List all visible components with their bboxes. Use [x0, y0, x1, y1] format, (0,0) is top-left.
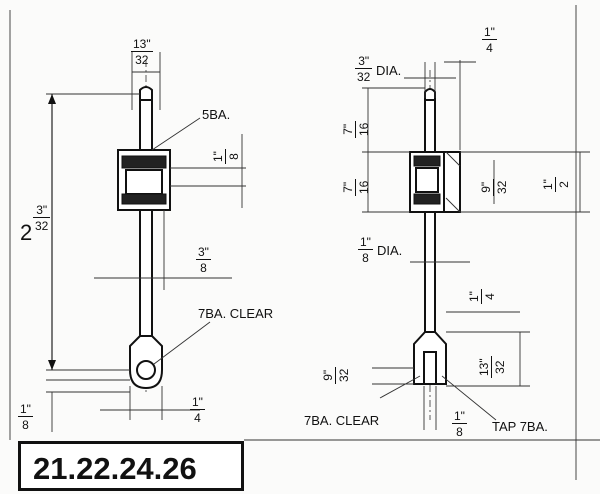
right-pin-tip	[424, 88, 436, 101]
left-pin-tip	[139, 86, 153, 101]
right-fork-slot	[423, 351, 437, 385]
right-block-upper	[413, 155, 441, 167]
leader-7ba-clear	[153, 321, 211, 365]
leader-tap-7ba	[441, 375, 497, 421]
dim-1-8-bottom: 1" 8	[18, 402, 33, 432]
dim-3-32: 3" 32	[355, 54, 373, 84]
dim-1-4-top: 1" 4	[482, 25, 497, 55]
left-block-core	[125, 169, 163, 195]
left-block-upper	[121, 155, 167, 169]
dim-1-4-mid: 1" 4	[467, 289, 497, 304]
leader-7ba-clear-right	[379, 375, 421, 399]
leader-5ba	[151, 117, 201, 151]
right-side-plate	[443, 151, 461, 213]
dim-13-32: 13" 32	[131, 37, 153, 67]
right-pin-shank	[424, 99, 436, 153]
dim-1-8-block: 1" 8	[211, 149, 241, 164]
left-block-lower	[121, 193, 167, 205]
left-pin-shank	[139, 99, 153, 151]
left-part-view	[46, 52, 246, 432]
hatch	[445, 151, 461, 213]
label-5ba: 5BA.	[202, 107, 231, 122]
dim-3-8: 3" 8	[196, 245, 211, 275]
dim-7-16-upper: 7" 16	[341, 120, 371, 138]
label-7ba-clear-left: 7BA. CLEAR	[198, 306, 274, 321]
drawing-number-box: 21.22.24.26	[18, 441, 244, 491]
dim-overall-whole: 2	[20, 220, 33, 245]
right-part-view	[362, 60, 590, 430]
dim-13-32-fork: 13" 32	[477, 356, 507, 378]
dim-1-4-eye: 1" 4	[190, 395, 205, 425]
right-block-core	[415, 167, 439, 193]
dim-1-8-fork: 1" 8	[452, 409, 467, 439]
left-eye-hole	[136, 360, 156, 380]
dim-9-32-fork: 9" 32	[321, 366, 351, 384]
dim-1-2: 1" 2	[541, 177, 571, 192]
right-rod	[424, 211, 436, 333]
label-tap-7ba: TAP 7BA.	[492, 419, 548, 434]
label-dia-top: DIA.	[376, 63, 402, 78]
label-dia-rod: DIA.	[377, 243, 403, 258]
dim-overall-frac: 3" 32	[33, 203, 51, 233]
dim-7-16-lower: 7" 16	[341, 178, 371, 196]
drawing-number: 21.22.24.26	[33, 451, 197, 486]
dim-9-32-block: 9" 32	[479, 178, 509, 196]
dim-1-8-dia: 1" 8	[358, 235, 373, 265]
right-block-lower	[413, 193, 441, 205]
label-7ba-clear-right: 7BA. CLEAR	[304, 413, 380, 428]
left-rod	[139, 209, 153, 337]
